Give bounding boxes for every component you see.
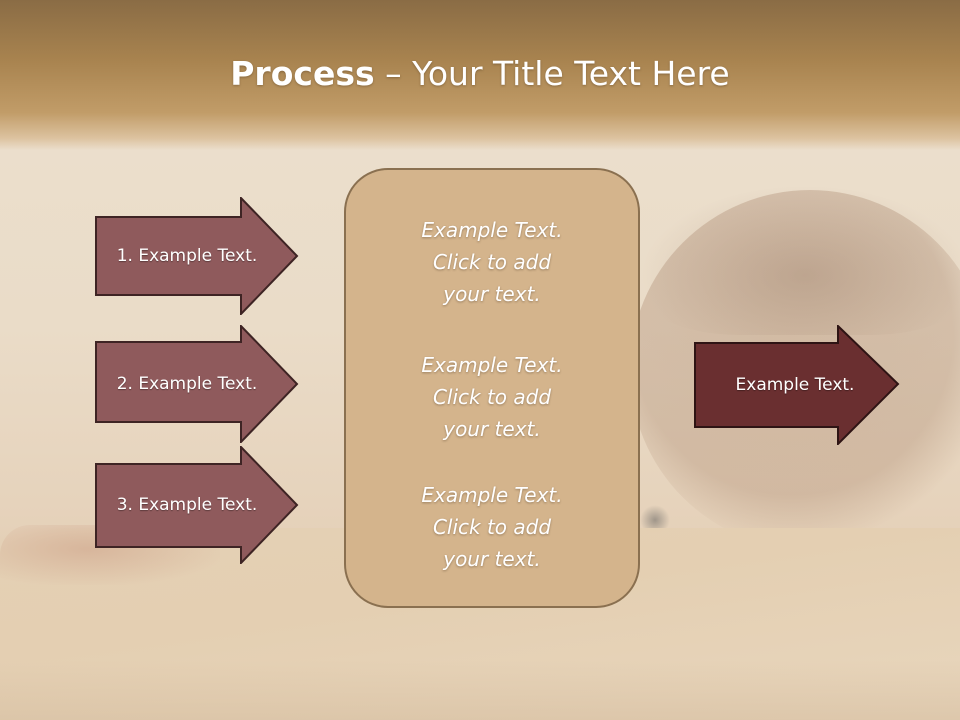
left-arrow-3[interactable]: 3. Example Text. [95,446,299,564]
arrow-shape-2 [95,325,299,443]
center-text-block-2: Example Text. Click to add your text. [421,353,563,441]
title-bold: Process [230,54,375,93]
left-arrow-3-label: 3. Example Text. [116,495,258,515]
left-arrow-2[interactable]: 2. Example Text. [95,325,299,443]
title-band [0,0,960,150]
left-arrow-2-label: 2. Example Text. [116,374,258,394]
center-text-box[interactable]: Example Text. Click to add your text. Ex… [344,168,640,608]
center-text-block-3: Example Text. Click to add your text. [421,483,563,571]
right-arrow-shape [694,325,900,445]
right-arrow[interactable]: Example Text. [694,325,900,445]
background-photo-hair [640,185,960,335]
arrow-shape-1 [95,197,299,315]
arrow-shape-3 [95,446,299,564]
left-arrow-1-label: 1. Example Text. [116,246,258,266]
background-photo-rail-lower [0,660,960,720]
left-arrow-1[interactable]: 1. Example Text. [95,197,299,315]
right-arrow-label: Example Text. [735,375,855,395]
slide-title[interactable]: Process – Your Title Text Here [0,54,960,94]
center-text-block-1: Example Text. Click to add your text. [421,218,563,306]
title-rest: – Your Title Text Here [374,54,730,93]
